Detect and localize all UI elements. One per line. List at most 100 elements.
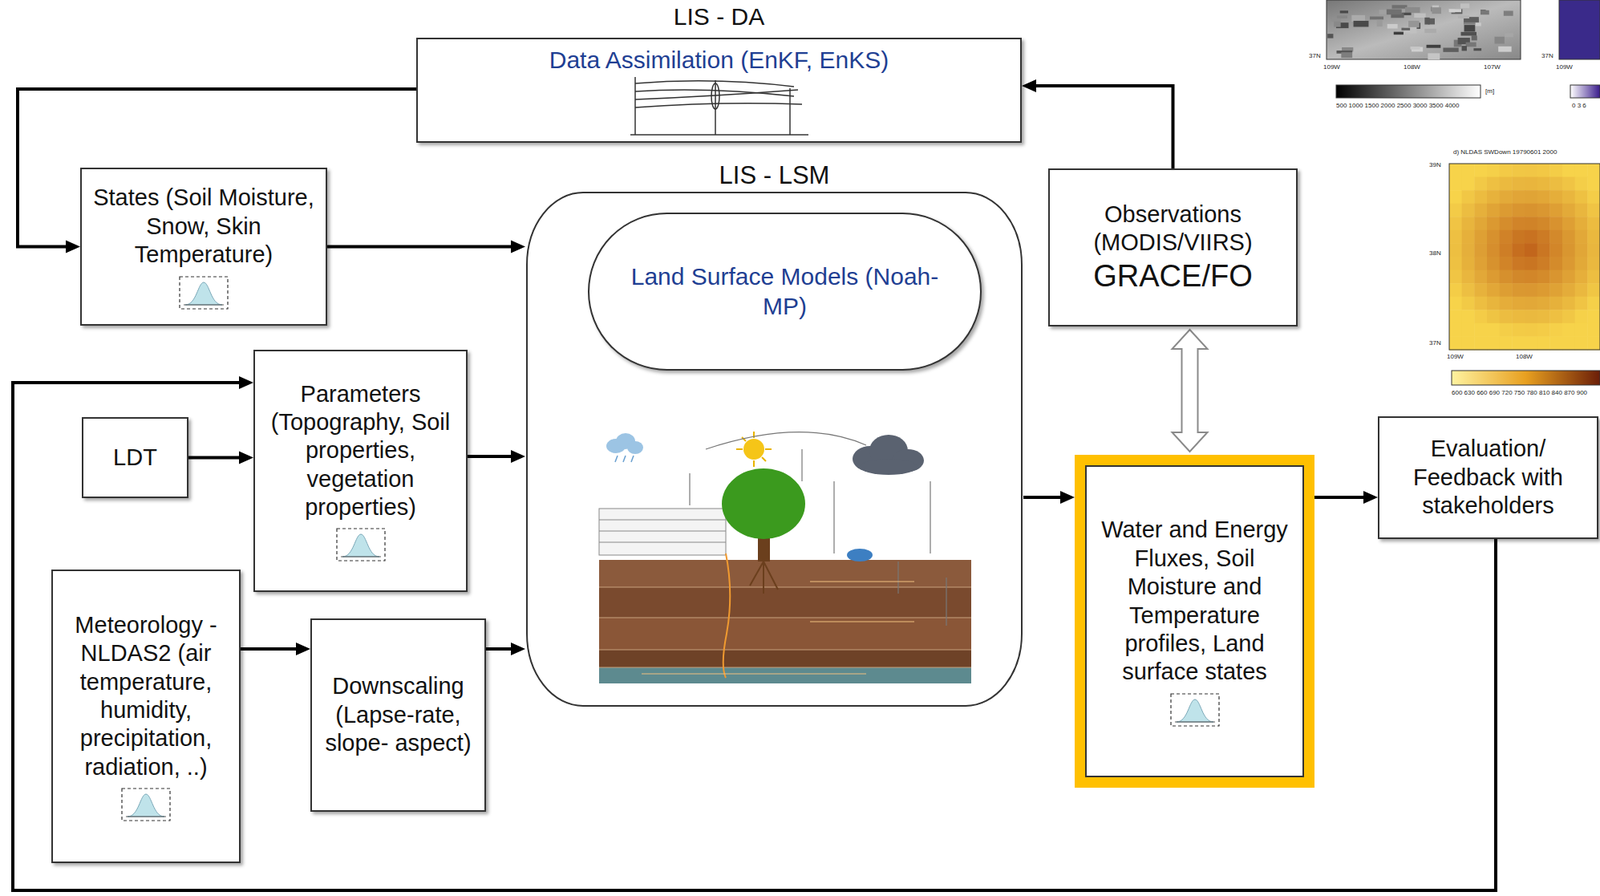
map-cell bbox=[1511, 203, 1525, 218]
lsm-illustration-part-part bbox=[749, 561, 764, 586]
map-cell bbox=[1549, 177, 1563, 191]
lsm-illustration-part-part bbox=[761, 457, 766, 462]
map-cell bbox=[1549, 323, 1563, 337]
lsm-illustration-part bbox=[641, 581, 915, 674]
connector bbox=[1021, 79, 1174, 169]
icon-frame bbox=[1170, 693, 1220, 726]
map-cell bbox=[1524, 230, 1538, 244]
map-cell bbox=[1449, 163, 1463, 178]
map-cell bbox=[1486, 256, 1500, 271]
node-text: Data Assimilation (EnKF, EnKS) bbox=[549, 45, 890, 76]
map-cell bbox=[1587, 336, 1600, 350]
lsm-illustration bbox=[599, 431, 972, 684]
terrain-patch bbox=[1333, 21, 1341, 28]
terrain-patch bbox=[1327, 33, 1333, 38]
lsm-illustration-part-part bbox=[599, 587, 972, 588]
axis-label: 107W bbox=[1483, 64, 1501, 71]
map-cell bbox=[1462, 163, 1475, 178]
connector-line bbox=[1314, 495, 1367, 499]
map-cell bbox=[1474, 177, 1487, 191]
connector bbox=[1023, 490, 1075, 504]
axis-label: 109W bbox=[1323, 64, 1341, 71]
map-cell bbox=[1562, 230, 1576, 244]
map-cell bbox=[1549, 309, 1563, 324]
lsm-illustration-part-part bbox=[810, 621, 915, 623]
map-cell bbox=[1474, 203, 1487, 218]
node-text: Water and Energy Fluxes, Soil Moisture a… bbox=[1093, 515, 1297, 686]
arrowhead bbox=[510, 642, 526, 656]
icon-axis bbox=[125, 816, 167, 818]
map-cell bbox=[1587, 283, 1600, 297]
elevation-map-part bbox=[1326, 0, 1521, 60]
map-cell bbox=[1524, 177, 1538, 191]
map-cell bbox=[1524, 270, 1538, 284]
map-cell bbox=[1575, 190, 1588, 204]
map-cell bbox=[1449, 296, 1463, 311]
map-cell bbox=[1499, 190, 1513, 204]
map-cell bbox=[1499, 283, 1513, 297]
map-cell bbox=[1449, 243, 1463, 257]
map-cell bbox=[1524, 323, 1538, 337]
map-cell bbox=[1537, 230, 1551, 244]
lsm-illustration-part-part bbox=[599, 667, 972, 669]
map-cell bbox=[1486, 216, 1500, 231]
map-cell bbox=[1537, 309, 1551, 324]
map-cell bbox=[1462, 283, 1475, 297]
terrain-patch bbox=[1377, 20, 1383, 27]
map-cell bbox=[1486, 296, 1500, 311]
icon-frame bbox=[336, 528, 385, 561]
map-cell bbox=[1511, 230, 1525, 244]
lsm-illustration-part-part bbox=[627, 441, 644, 454]
map-cell bbox=[1575, 256, 1588, 271]
map-cell bbox=[1575, 230, 1588, 244]
map-cell bbox=[1575, 309, 1588, 324]
map-cell bbox=[1549, 163, 1563, 178]
terrain-patch bbox=[1466, 42, 1477, 48]
lsm-illustration-part-part bbox=[631, 455, 634, 462]
map-cell bbox=[1486, 243, 1500, 257]
outline-shape bbox=[526, 192, 1022, 706]
map-cell bbox=[1499, 203, 1513, 218]
lsm-illustration-part-part bbox=[945, 577, 947, 626]
map-cell bbox=[1486, 309, 1500, 324]
connector bbox=[1314, 490, 1378, 504]
map-cell bbox=[1474, 283, 1487, 297]
parameter-box: Parameters (Topography, Soil properties,… bbox=[253, 349, 468, 592]
lsm-illustration-part bbox=[606, 433, 644, 454]
map-cell bbox=[1474, 296, 1487, 311]
lsm-illustration-part-part bbox=[641, 673, 867, 675]
map-cell bbox=[1462, 309, 1475, 324]
map-title: d) NLDAS SWDown 19790601 2000 bbox=[1453, 149, 1557, 156]
map-cell bbox=[1537, 243, 1551, 257]
terrain-patch bbox=[1392, 4, 1408, 9]
map-cell bbox=[1511, 243, 1525, 257]
axis-label: [m] bbox=[1485, 88, 1495, 95]
lsm-illustration-part bbox=[599, 649, 972, 668]
map-cell bbox=[1575, 270, 1588, 284]
map-cell bbox=[1486, 190, 1500, 204]
terrain-patch bbox=[1431, 7, 1441, 14]
map-cell bbox=[1511, 283, 1525, 297]
da-graph bbox=[630, 76, 809, 135]
map-cell bbox=[1511, 190, 1525, 204]
map-cell bbox=[1462, 190, 1475, 204]
map-cell bbox=[1537, 256, 1551, 271]
map-cell bbox=[1587, 216, 1600, 231]
map-cell bbox=[1499, 296, 1513, 311]
double-arrow bbox=[1172, 329, 1208, 452]
map-cell bbox=[1474, 190, 1487, 204]
map-cell bbox=[1575, 243, 1588, 257]
map-cell bbox=[1511, 336, 1525, 350]
map-cell bbox=[1575, 323, 1588, 337]
map-cell bbox=[1462, 336, 1475, 350]
lsm-illustration-part-part bbox=[801, 449, 803, 482]
arrowhead bbox=[510, 240, 526, 254]
map-cell bbox=[1486, 203, 1500, 218]
connector-line bbox=[12, 382, 1496, 891]
map-cell bbox=[1449, 203, 1463, 218]
map-cell bbox=[1575, 336, 1588, 350]
map-cell bbox=[1511, 309, 1525, 324]
terrain-patch bbox=[1387, 24, 1398, 29]
map-cell bbox=[1562, 270, 1576, 284]
